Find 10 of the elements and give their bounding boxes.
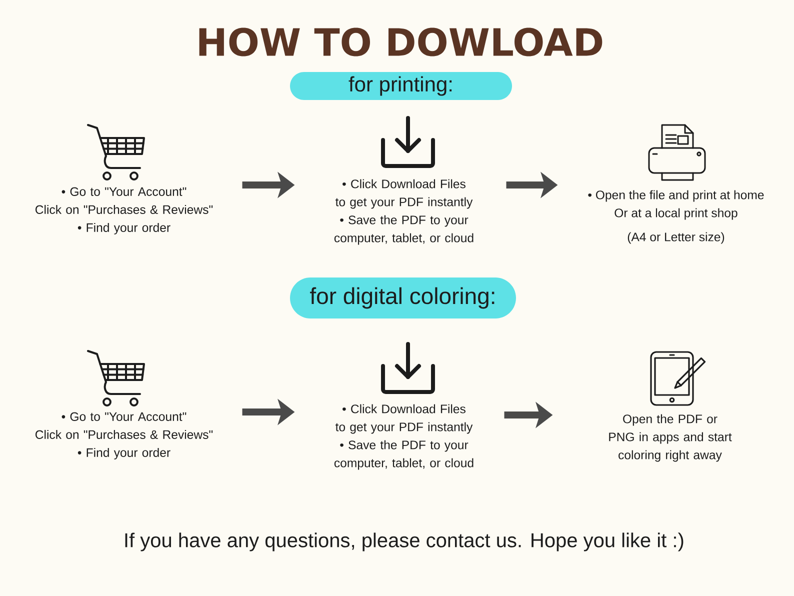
title: HOW TO DOWLOAD bbox=[199, 28, 602, 56]
instruction-text: • Click Download Files to get your PDF instantly • Save the PDF to your computer, tablet, or cloud bbox=[334, 179, 474, 245]
footer-note: If you have any questions, please contact us. Hope you like it :) bbox=[125, 532, 684, 552]
instruction-text: • Go to "Your Account" Click on "Purchases & Reviews" • Find your order bbox=[36, 187, 213, 234]
section-heading: for digital coloring: bbox=[290, 278, 516, 318]
instruction-text: Open the PDF or PNG in apps and start coloring right away bbox=[609, 414, 732, 462]
instruction-text: • Open the file and print at home Or at a local print shop (A4 or Letter size) bbox=[588, 190, 764, 244]
instruction-text: • Go to "Your Account" Click on "Purchases & Reviews" • Find your order bbox=[36, 412, 213, 460]
instruction-text: • Click Download Files to get your PDF instantly • Save the PDF to your computer, tablet, or cloud bbox=[334, 404, 474, 470]
section-heading: for printing: bbox=[290, 72, 512, 100]
